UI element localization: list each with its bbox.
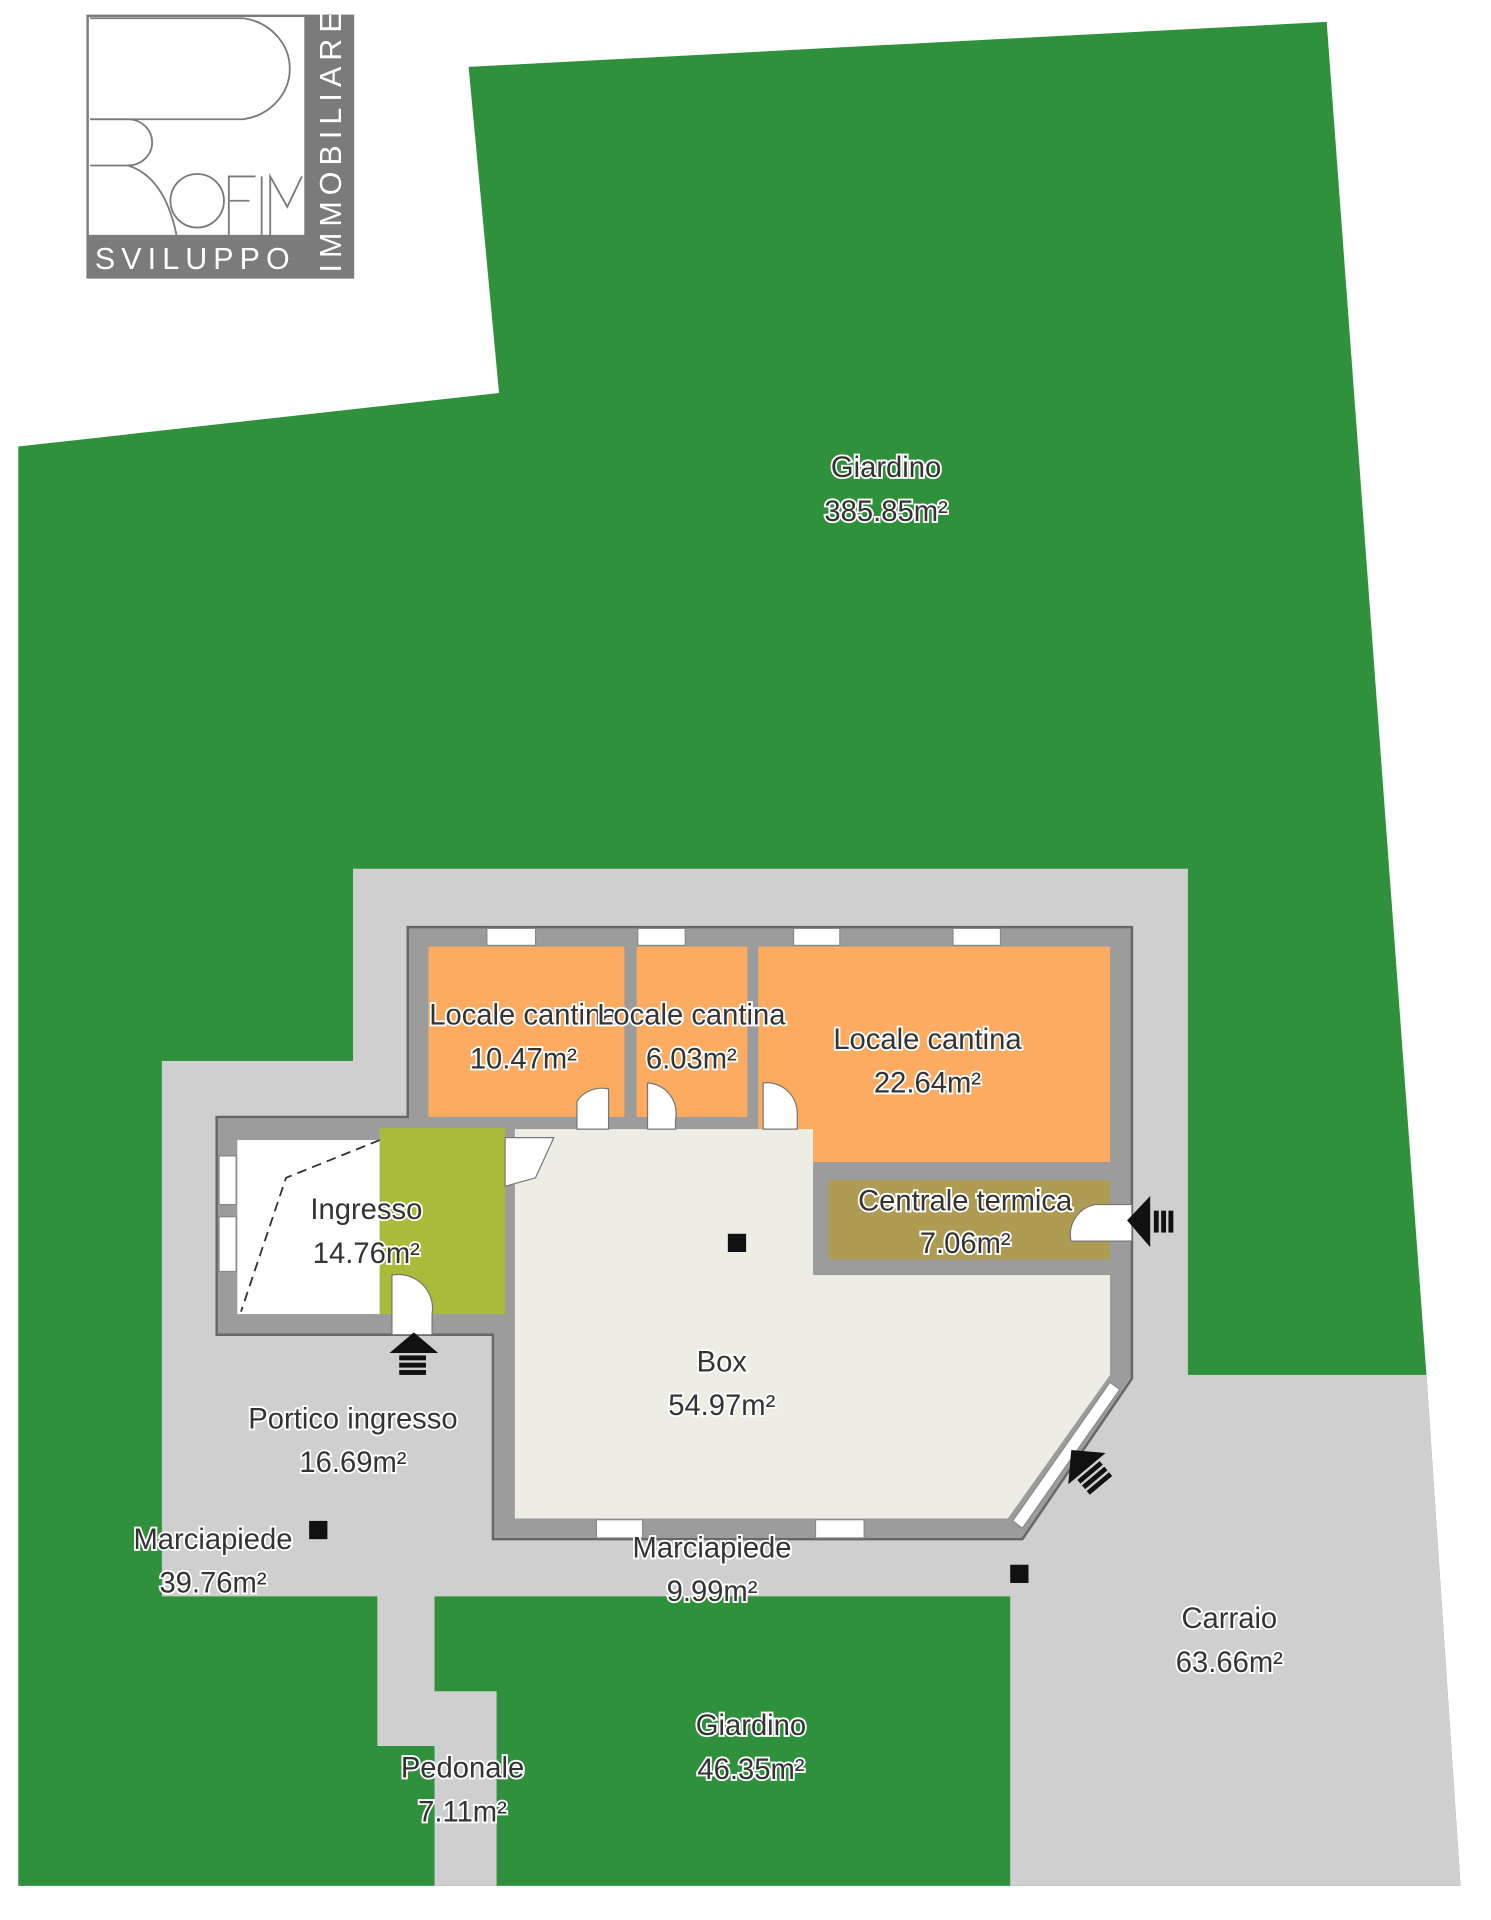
area-marciapiede-ovest: 39.76m² xyxy=(159,1568,266,1600)
label-box: Box xyxy=(697,1346,748,1378)
area-giardino-sud: 46.35m² xyxy=(697,1754,804,1786)
windows xyxy=(218,927,1121,1539)
label-marciapiede-ovest: Marciapiede xyxy=(133,1524,292,1556)
area-marciapiede-sud: 9.99m² xyxy=(667,1576,758,1608)
boiler-entrance-arrow-icon xyxy=(1127,1196,1174,1248)
pillars xyxy=(309,1233,1029,1583)
area-giardino-nord: 385.85m² xyxy=(824,496,948,528)
label-cantina-3: Locale cantina xyxy=(833,1024,1022,1056)
area-portico: 16.69m² xyxy=(299,1447,406,1479)
logo-text-sviluppo: SVILUPPO xyxy=(95,242,296,276)
room-centrale-termica xyxy=(828,1180,1111,1260)
entrance-arrow-icon xyxy=(389,1332,439,1375)
label-cantina-2: Locale cantina xyxy=(597,999,786,1031)
area-cantina-3: 22.64m² xyxy=(874,1068,981,1100)
stair-dashed-line xyxy=(240,1139,381,1312)
label-carraio: Carraio xyxy=(1181,1603,1277,1635)
label-pedonale: Pedonale xyxy=(401,1753,524,1785)
area-carraio: 63.66m² xyxy=(1176,1647,1283,1679)
area-cantina-1: 10.47m² xyxy=(470,1043,577,1075)
area-ingresso: 14.76m² xyxy=(313,1238,420,1270)
area-centrale-termica: 7.06m² xyxy=(920,1228,1011,1260)
label-centrale-termica: Centrale termica xyxy=(858,1186,1073,1218)
label-cantina-1: Locale cantina xyxy=(429,999,618,1031)
garage-entrance-arrow-icon xyxy=(1068,1449,1113,1495)
room-cantina-3 xyxy=(758,946,1111,1162)
room-box xyxy=(514,1129,1111,1519)
doors xyxy=(391,1082,1133,1336)
logo-text-immobiliare: IMMOBILIARE xyxy=(314,6,348,272)
area-box: 54.97m² xyxy=(668,1390,775,1422)
area-pedonale: 7.11m² xyxy=(418,1796,507,1828)
room-labels: Giardino 385.85m² Locale cantina 10.47m²… xyxy=(132,450,1285,1830)
label-portico: Portico ingresso xyxy=(248,1403,457,1435)
company-logo: SVILUPPO IMMOBILIARE xyxy=(86,6,355,279)
room-cantina-1 xyxy=(428,946,625,1117)
label-ingresso: Ingresso xyxy=(310,1194,422,1226)
area-cantina-2: 6.03m² xyxy=(646,1043,737,1075)
label-marciapiede-sud: Marciapiede xyxy=(633,1532,792,1564)
label-giardino-sud: Giardino xyxy=(696,1710,806,1742)
room-ingresso xyxy=(237,1140,380,1315)
label-giardino-nord: Giardino xyxy=(831,452,941,484)
